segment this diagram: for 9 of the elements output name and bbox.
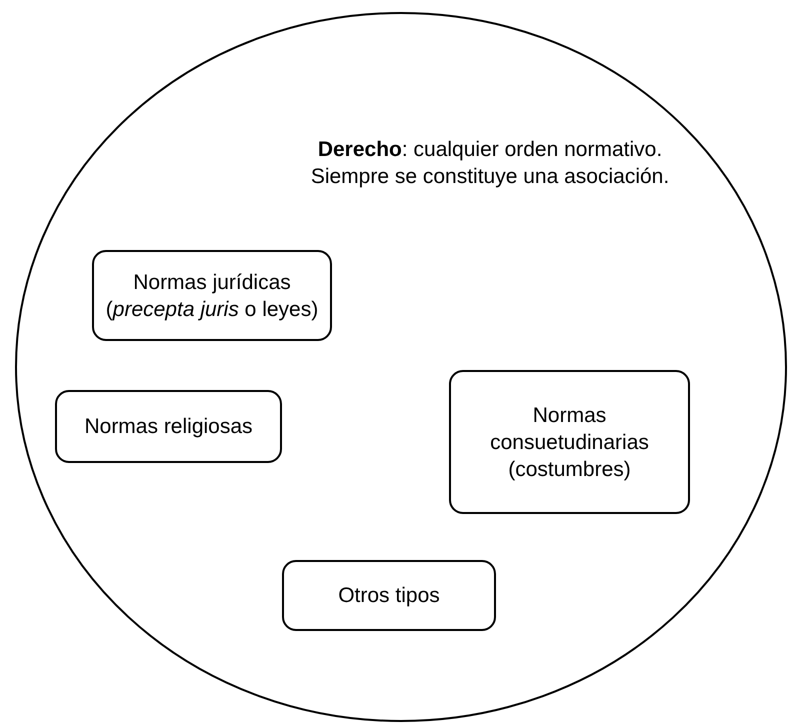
definition-text: Derecho: cualquier orden normativo. Siempre se constituye una asociación. [310,137,670,190]
box-label: Normas consuetudinarias (costumbres) [489,402,650,482]
rounded-box [449,370,690,514]
box-label: Otros tipos [338,583,440,609]
rounded-box [92,250,332,341]
box-label: Normas religiosas [84,414,253,440]
rounded-box [55,390,282,463]
rounded-box [282,560,496,631]
box-label: Normas jurídicas (precepta juris o leyes) [104,270,320,322]
